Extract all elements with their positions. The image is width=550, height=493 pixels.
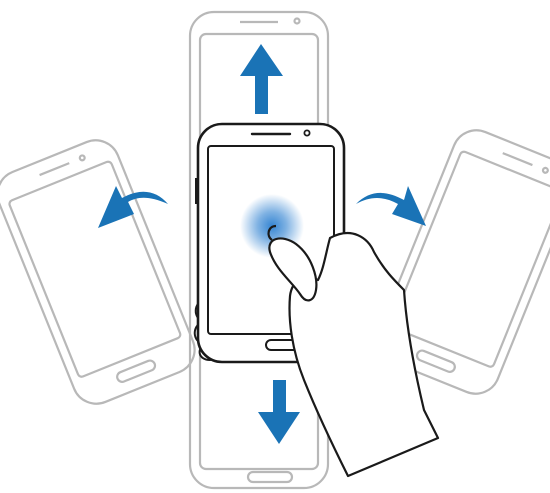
curved-arrow-right-icon <box>356 186 426 226</box>
hand-front <box>269 226 438 476</box>
ghost-phone-left <box>0 133 202 411</box>
arrow-up-icon <box>240 44 283 114</box>
arrow-down-icon <box>258 380 300 444</box>
